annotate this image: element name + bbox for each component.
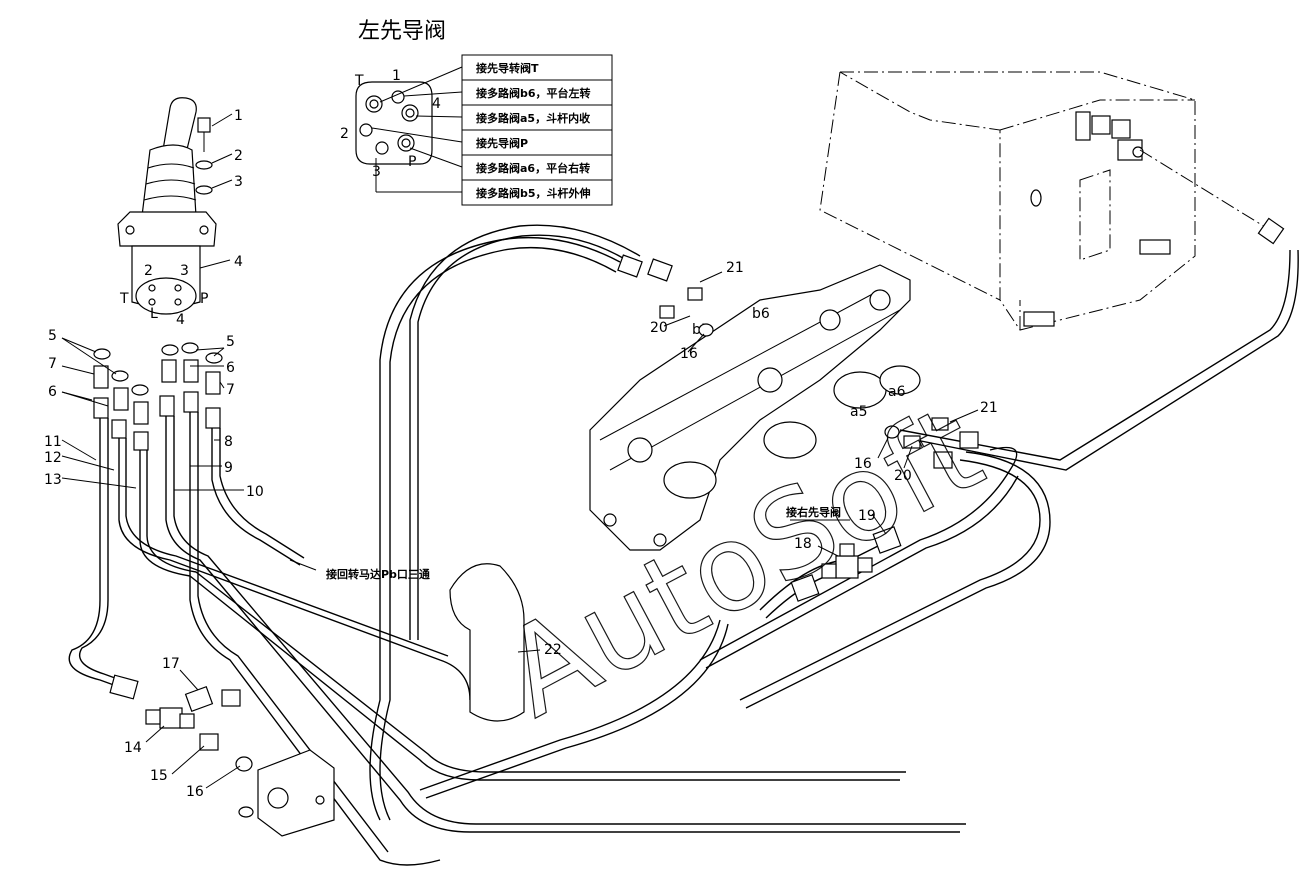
callout-10: 10 [246, 484, 264, 500]
svg-text:4: 4 [432, 96, 441, 112]
svg-text:P: P [200, 291, 208, 307]
callout-4: 4 [234, 254, 243, 270]
callout-19: 19 [858, 508, 876, 524]
port-table-row: 接多路阀a5，斗杆内收 [476, 111, 590, 125]
callout-1: 1 [234, 108, 243, 124]
valve-port-inset: T 1 4 2 P 3 [340, 66, 463, 193]
svg-text:a5: a5 [850, 404, 868, 420]
svg-text:3: 3 [180, 263, 189, 279]
svg-text:2: 2 [340, 126, 349, 142]
port-table: 接先导转阀T 接多路阀b6，平台左转 接多路阀a5，斗杆内收 接先导阀P 接多路… [461, 54, 613, 206]
port-table-row: 接先导转阀T [476, 61, 539, 75]
note-right-pilot: 接右先导阀 [786, 505, 841, 519]
callout-21: 21 [980, 400, 998, 416]
svg-text:2: 2 [144, 263, 153, 279]
port-table-row: 接多路阀a6，平台右转 [476, 161, 590, 175]
callout-7: 7 [48, 356, 57, 372]
svg-text:1: 1 [392, 68, 401, 84]
fittings-misc [109, 526, 902, 837]
svg-text:a6: a6 [888, 384, 906, 400]
svg-text:3: 3 [372, 164, 381, 180]
callout-6: 6 [48, 384, 57, 400]
svg-text:T: T [354, 73, 364, 89]
hoses [68, 224, 1299, 866]
note-rotary-motor: 接回转马达Pb口三通 [326, 567, 430, 581]
callout-14: 14 [124, 740, 142, 756]
callout-16: 16 [186, 784, 204, 800]
callout-6: 6 [226, 360, 235, 376]
callout-5: 5 [48, 328, 57, 344]
callout-11: 11 [44, 434, 62, 450]
callout-16: 16 [854, 456, 872, 472]
callout-12: 12 [44, 450, 62, 466]
callout-9: 9 [224, 460, 233, 476]
callout-17: 17 [162, 656, 180, 672]
callout-5: 5 [226, 334, 235, 350]
callout-16: 16 [680, 346, 698, 362]
callout-3: 3 [234, 174, 243, 190]
callout-8: 8 [224, 434, 233, 450]
callout-22: 22 [544, 642, 562, 658]
multi-way-valve: b6 b5 a6 a5 [589, 254, 979, 551]
callout-numbers: 1 2 3 4 5 5 6 6 7 7 8 9 10 11 12 13 14 1… [44, 108, 998, 800]
svg-text:L: L [150, 306, 158, 322]
svg-text:P: P [408, 154, 416, 170]
svg-text:T: T [119, 291, 129, 307]
svg-text:4: 4 [176, 312, 185, 328]
port-table-row: 接先导阀P [476, 136, 528, 150]
diagram-title: 左先导阀 [358, 19, 446, 44]
callout-2: 2 [234, 148, 243, 164]
callout-20: 20 [650, 320, 668, 336]
callout-21: 21 [726, 260, 744, 276]
callout-20: 20 [894, 468, 912, 484]
joystick-fittings [93, 342, 223, 451]
cab-outline [819, 71, 1285, 331]
callout-7: 7 [226, 382, 235, 398]
port-table-row: 接多路阀b6，平台左转 [476, 86, 591, 100]
callout-leaders [61, 113, 979, 789]
callout-15: 15 [150, 768, 168, 784]
callout-18: 18 [794, 536, 812, 552]
callout-13: 13 [44, 472, 62, 488]
port-table-row: 接多路阀b5，斗杆外伸 [476, 186, 591, 200]
pilot-joystick: 2 3 T P L 4 [117, 97, 217, 328]
svg-text:b6: b6 [752, 306, 770, 322]
